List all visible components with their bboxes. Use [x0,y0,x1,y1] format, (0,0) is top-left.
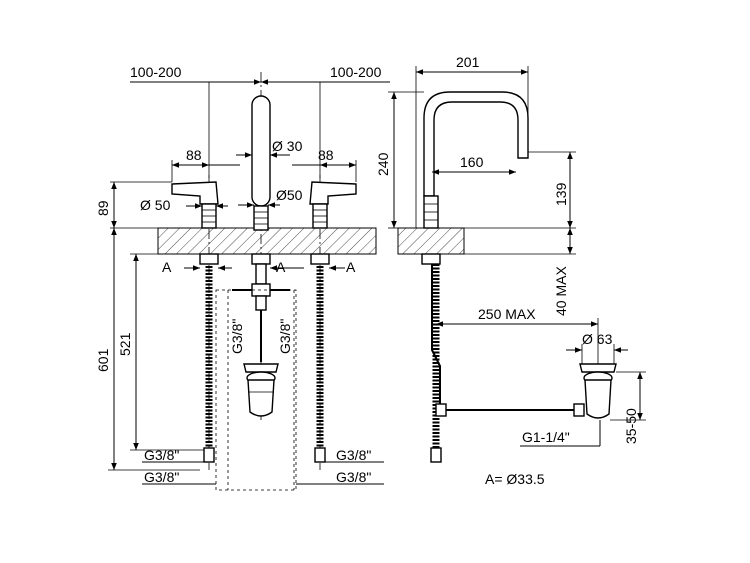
dim-drain-diameter: Ø 63 [582,331,613,347]
hose-side-end [430,447,442,463]
drain-front [243,363,279,417]
dim-spout-outlet-height: 139 [553,182,569,206]
note-a-diameter: A= Ø33.5 [485,471,545,487]
hose-left-end [203,447,215,463]
nut-right [310,253,330,265]
dim-handle-offset-left: 88 [186,147,202,163]
dim-drain-depth: 35-50 [623,408,639,444]
dim-spout-inner-reach: 160 [460,154,484,170]
dim-handle-offset-right: 88 [318,147,334,163]
marker-a-right: A [346,259,356,275]
left-handle [171,181,219,229]
dim-center-diameter: Ø50 [276,187,303,203]
dim-hose-length: 521 [117,332,133,356]
dim-drain-reach: 250 MAX [478,306,536,322]
marker-a-left: A [162,259,172,275]
dim-total-height: 601 [95,348,111,372]
dim-spout-height: 240 [375,152,391,176]
hose-right-end [314,447,326,463]
dim-spacing-left: 100-200 [130,64,182,80]
countertop-slab [157,227,377,255]
spout-front [251,95,271,231]
dim-deck-thickness: 40 MAX [553,266,569,316]
dim-spout-reach: 201 [456,54,480,70]
right-handle [309,181,357,229]
thread-bottom-left-upper: G3/8" [144,447,179,463]
dim-spacing-right: 100-200 [330,64,382,80]
popup-rod [431,264,441,410]
dim-drain-thread: G1-1/4" [522,429,570,445]
thread-center-left: G3/8" [229,319,245,354]
dim-handle-diameter: Ø 50 [140,197,171,213]
dim-spout-diameter: Ø 30 [272,138,303,154]
side-view: 201 160 240 139 40 MAX 250 MAX Ø 63 35-5 [375,54,646,487]
nut-center [251,253,271,265]
thread-bottom-left-lower: G3/8" [144,469,179,485]
connection-box [215,289,297,491]
countertop-slab-side [397,227,465,255]
thread-bottom-right-upper: G3/8" [336,447,371,463]
dim-height-above-deck: 89 [95,200,111,216]
marker-a-mid: A [276,259,286,275]
thread-bottom-right-lower: G3/8" [336,469,371,485]
front-view: 100-200 100-200 88 88 Ø 30 Ø 50 Ø50 89 6… [95,64,390,491]
drain-side [573,363,617,419]
nut-left [199,253,219,265]
thread-center-right: G3/8" [277,319,293,354]
